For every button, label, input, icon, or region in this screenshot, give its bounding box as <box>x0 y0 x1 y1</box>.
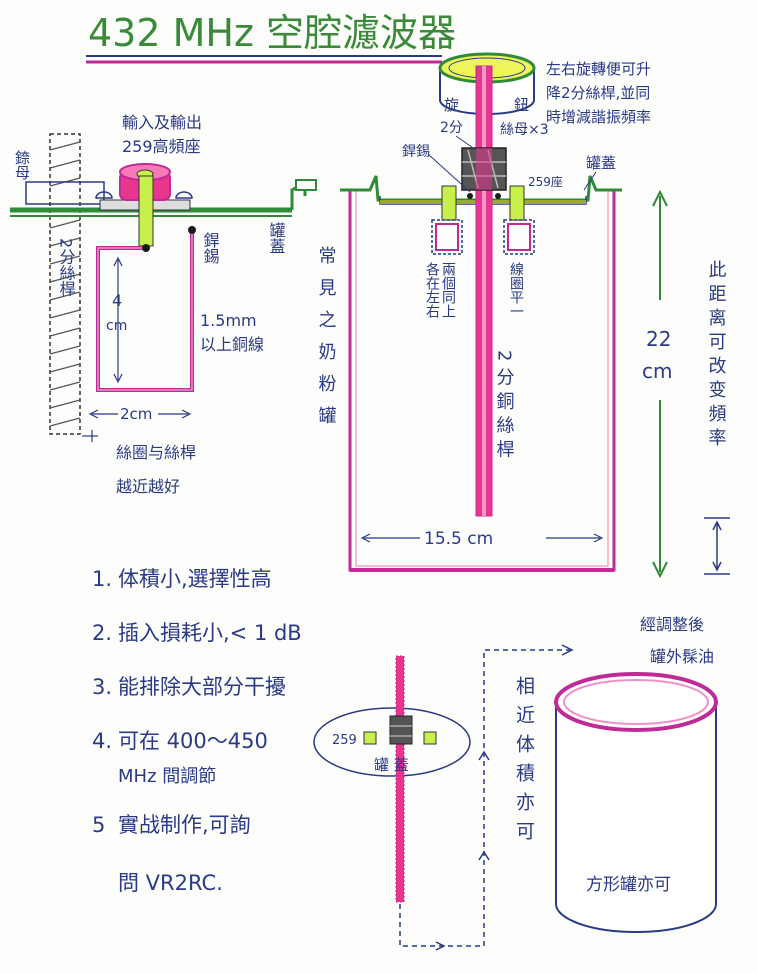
label-mini-lid: 罐 蓋 <box>374 756 409 774</box>
label-nut-top: 錼母 <box>13 150 31 181</box>
label-mini-259: 259 <box>332 733 357 748</box>
rod-size-leader <box>455 135 477 151</box>
label-rod-size-top: 2分 <box>440 120 463 136</box>
label-connector-259: 259座 <box>528 174 563 189</box>
rod-nut <box>25 181 105 205</box>
label-solder-left: 銲錫 <box>201 232 220 264</box>
rod-nuts <box>461 147 507 199</box>
label-nuts-x3: 絲母×3 <box>500 122 549 138</box>
label-wire-spec-1: 1.5mm <box>200 311 257 330</box>
label-loop-side-left: 兩個同上 <box>440 262 456 318</box>
feature-num-1: 1. <box>92 567 112 591</box>
label-rod-left: 2分絲桿 <box>57 238 76 296</box>
title-block: 432 MHz 空腔濾波器 <box>86 11 456 64</box>
label-warm-oil: 經調整後 <box>640 615 704 634</box>
label-copper-rod: 2分銅絲桿 <box>494 350 515 463</box>
feature-num-2: 2. <box>92 621 112 645</box>
feature-num-5: 5 <box>92 813 105 837</box>
label-similar-volume: 相近体積亦可 <box>513 676 535 850</box>
feature-text-4: 可在 400～450 <box>118 729 268 753</box>
lid-leader <box>583 171 597 191</box>
label-spacing-note-2: 越近越好 <box>116 477 180 496</box>
label-io-1: 輸入及輸出 <box>122 113 202 132</box>
io-connector <box>95 163 193 247</box>
label-height-unit: cm <box>642 359 672 383</box>
height-dimension <box>652 189 668 579</box>
feature-text-4b: MHz 間調節 <box>118 766 216 787</box>
label-warm-oil-2: 罐外髹油 <box>650 647 714 666</box>
label-solder-top: 銲錫 <box>402 144 430 160</box>
feature-list: 1. 体積小,選擇性高 2. 插入損耗小,< 1 dB 3. 能排除大部分干擾 … <box>92 567 302 895</box>
label-lid-top: 罐蓋 <box>586 154 616 172</box>
label-io-2: 259高頻座 <box>122 137 201 156</box>
coupling-loop <box>96 226 196 392</box>
label-knob-char-1: 旋 <box>444 96 459 114</box>
label-width-value: 15.5 cm <box>424 529 493 549</box>
label-freq-note: 此距离可改变頻率 <box>706 260 727 452</box>
label-knob-char-2: 鈕 <box>514 96 529 114</box>
label-loop-height-unit: cm <box>106 318 127 334</box>
move-arrow-5 <box>435 941 446 951</box>
label-loop-side-left-2: 各在左右 <box>424 262 440 318</box>
feature-text-5: 實战制作,可詢 <box>118 813 251 837</box>
loop-width-dimension <box>82 409 192 442</box>
label-wire-spec-2: 以上銅線 <box>200 335 264 354</box>
move-arrow-2 <box>478 750 490 761</box>
feature-text-2: 插入損耗小,< 1 dB <box>118 621 302 645</box>
move-arrow-3 <box>478 850 490 861</box>
freq-dimension <box>704 517 730 575</box>
feature-text-5b: 問 VR2RC. <box>118 871 223 895</box>
label-adjust-note-3: 時增減諧振頻率 <box>546 108 651 126</box>
feature-text-3: 能排除大部分干擾 <box>118 675 286 699</box>
width-dimension <box>360 533 604 543</box>
label-loop-height: 4 <box>112 291 122 310</box>
label-lid-left: 罐蓋 <box>267 222 286 254</box>
cylinder-can <box>554 672 718 933</box>
label-loop-side-right: 線圈平一 <box>508 262 524 318</box>
label-square-can: 方形罐亦可 <box>586 875 671 895</box>
label-adjust-note-2: 降2分絲桿,並同 <box>546 84 650 102</box>
can-body <box>348 190 616 572</box>
label-height-value: 22 <box>646 327 671 351</box>
move-arrow-1 <box>561 644 574 656</box>
feature-text-1: 体積小,選擇性高 <box>118 567 272 591</box>
label-adjust-note-1: 左右旋轉便可升 <box>546 60 651 78</box>
page-title: 432 MHz 空腔濾波器 <box>88 11 456 55</box>
feature-num-4: 4. <box>92 729 112 753</box>
label-spacing-note-1: 絲圈与絲桿 <box>116 443 196 462</box>
feature-num-3: 3. <box>92 675 112 699</box>
solder-leader <box>427 153 471 193</box>
label-can: 常見之奶粉罐 <box>316 246 337 438</box>
can-side-pins <box>431 185 535 255</box>
label-loop-width: 2cm <box>120 405 152 423</box>
lid-top-view <box>313 655 471 903</box>
loop-height-dimension <box>113 256 123 384</box>
